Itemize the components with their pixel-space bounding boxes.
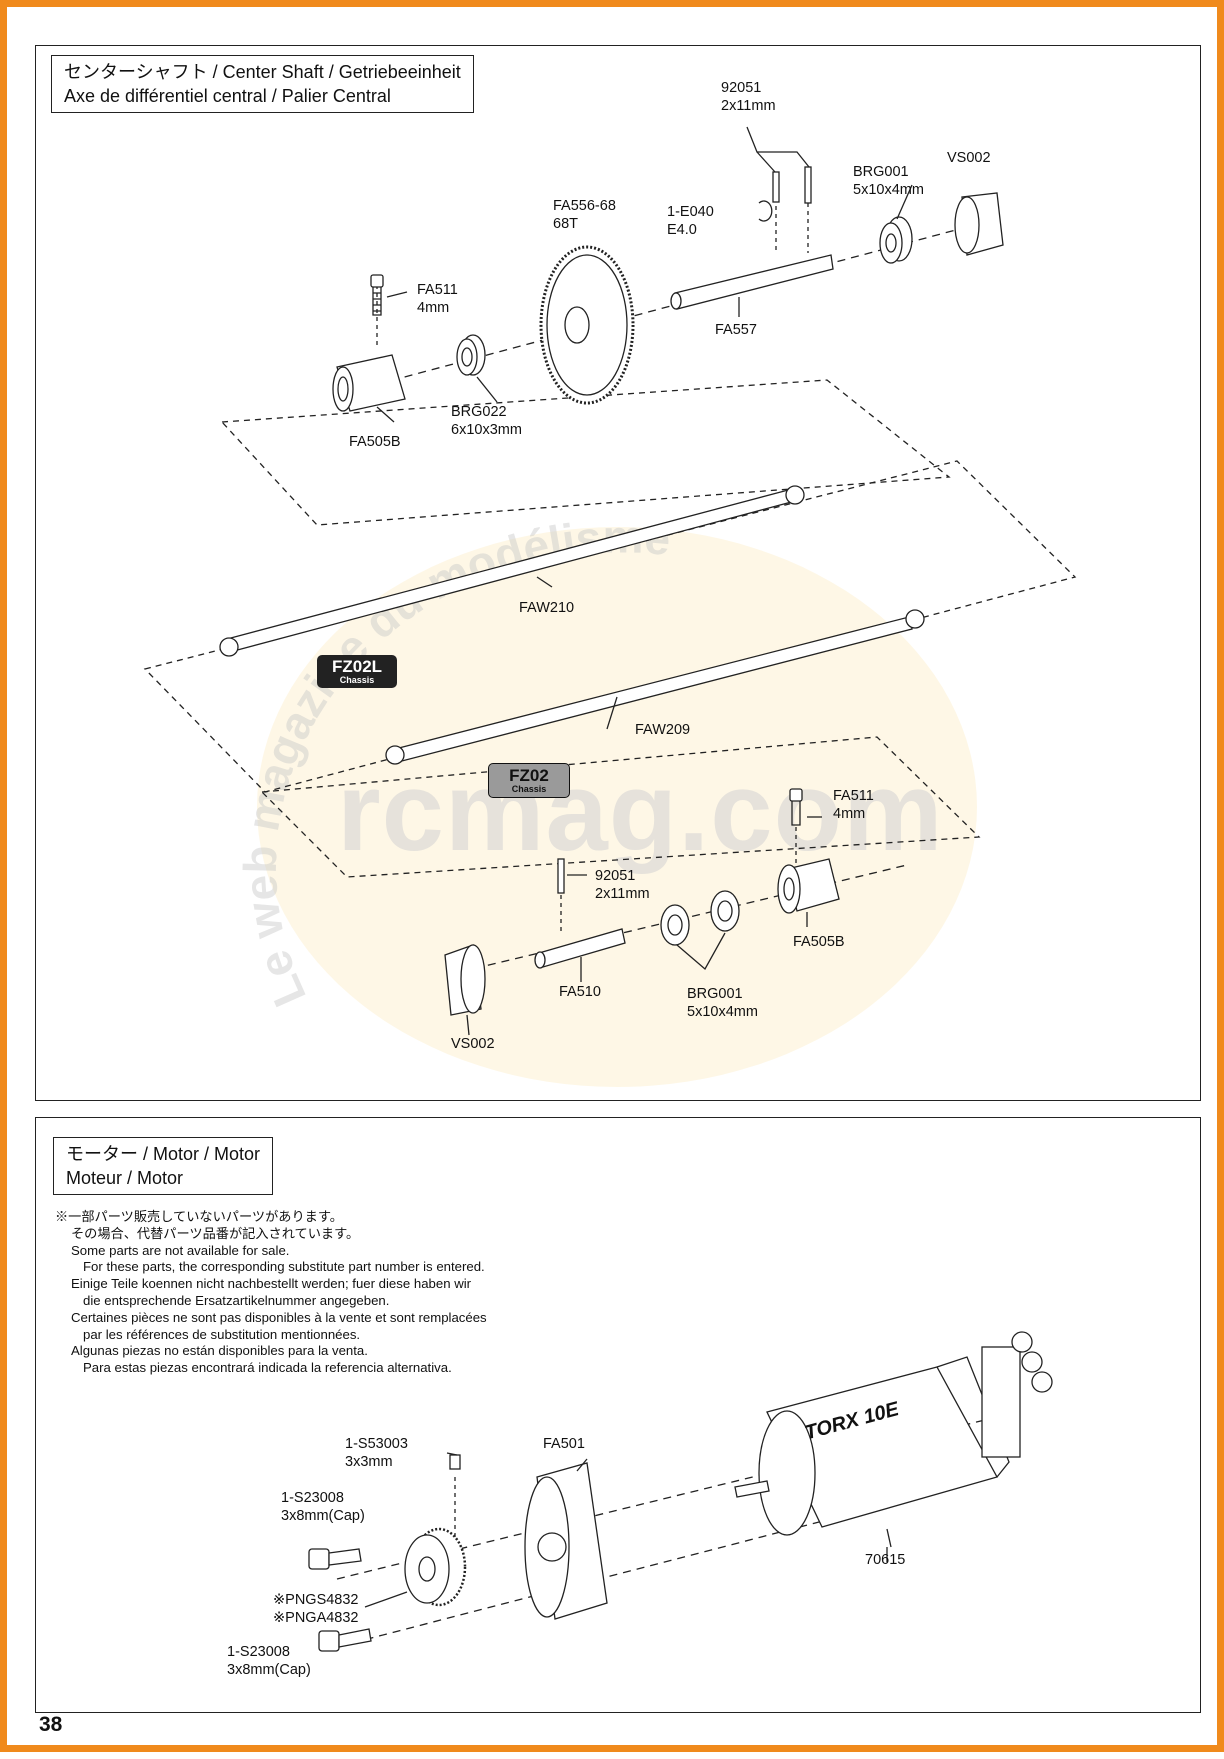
pinion-shape	[404, 1527, 467, 1607]
motor-title-line1: モーター / Motor / Motor	[66, 1144, 261, 1164]
vs002-top-shape	[954, 192, 1004, 256]
note-line: その場合、代替パーツ品番が記入されています。	[71, 1225, 360, 1241]
fa510-shape	[534, 928, 626, 982]
center-shaft-title-line2: Axe de différentiel central / Palier Cen…	[64, 86, 391, 106]
label-vs002-top: VS002	[947, 150, 991, 166]
watermark-url: rcmag.com	[337, 749, 944, 874]
badge-fz02: FZ02 Chassis	[488, 763, 570, 798]
motor-panel	[35, 1117, 1201, 1713]
fa505b-top-shape	[332, 354, 406, 412]
note-line: Some parts are not available for sale.	[71, 1242, 290, 1258]
s23008-bottom-shape	[318, 1628, 372, 1652]
motor-title: モーター / Motor / Motor Moteur / Motor	[53, 1137, 274, 1195]
note-line: par les références de substitution menti…	[83, 1326, 361, 1342]
label-fa505b-mid: FA505B	[793, 934, 845, 950]
label-fa501: FA501	[543, 1436, 585, 1452]
pin-top-1	[772, 171, 780, 203]
motor-shape	[734, 1331, 1053, 1548]
page-number: 38	[39, 1713, 63, 1736]
label-faw210: FAW210	[519, 600, 575, 616]
fa505b-mid-shape	[777, 858, 840, 914]
note-line: die entsprechende Ersatzartikelnummer an…	[83, 1292, 390, 1308]
fa511-top-shape	[370, 274, 384, 316]
vs002-mid-shape	[444, 944, 486, 1036]
s23008-top-shape	[308, 1548, 362, 1570]
label-fa510: FA510	[559, 984, 601, 1000]
label-faw209: FAW209	[635, 722, 691, 738]
spur-gear-shape	[539, 245, 635, 405]
fa557-shape	[670, 254, 834, 310]
brg022-shape	[456, 334, 486, 376]
motor-title-line2: Moteur / Motor	[66, 1168, 184, 1188]
center-shaft-title-line1: センターシャフト / Center Shaft / Getriebeeinhei…	[64, 62, 461, 82]
fa511-mid-shape	[789, 788, 803, 865]
e-ring-shape	[758, 200, 773, 222]
fa501-shape	[524, 1462, 608, 1620]
exploded-diagram: Le web magazine du modélisme	[143, 126, 1077, 1652]
label-vs002-mid: VS002	[451, 1036, 495, 1052]
pin-mid	[557, 858, 565, 894]
note-line: Para estas piezas encontrará indicada la…	[83, 1360, 452, 1376]
label-fa557: FA557	[715, 322, 757, 338]
availability-notes: ※一部パーツ販売していないパーツがあります。 その場合、代替パーツ品番が記入され…	[55, 1209, 487, 1377]
label-pngs4832: ※PNGS4832※PNGA4832	[273, 1592, 359, 1626]
center-shaft-title: センターシャフト / Center Shaft / Getriebeeinhei…	[51, 55, 474, 113]
label-motor: 70615	[865, 1552, 906, 1568]
note-line: Certaines pièces ne sont pas disponibles…	[71, 1309, 487, 1325]
faw210-shape	[219, 485, 805, 657]
pin-top-2	[804, 166, 812, 204]
center-shaft-panel	[35, 45, 1201, 1101]
watermark-background	[257, 527, 977, 1087]
s53003-shape	[449, 1454, 461, 1470]
brg001-mid-shape	[660, 890, 740, 971]
faw209-shape	[385, 609, 925, 765]
brg001-top-shape	[879, 216, 913, 264]
note-line: Einige Teile koennen nicht nachbestellt …	[71, 1276, 472, 1292]
badge-fz02l: FZ02L Chassis	[317, 655, 397, 688]
label-fa505b-top: FA505B	[349, 434, 401, 450]
note-line: ※一部パーツ販売していないパーツがあります。	[55, 1209, 343, 1224]
note-line: Algunas piezas no están disponibles para…	[71, 1343, 368, 1359]
note-line: For these parts, the corresponding subst…	[83, 1259, 485, 1275]
